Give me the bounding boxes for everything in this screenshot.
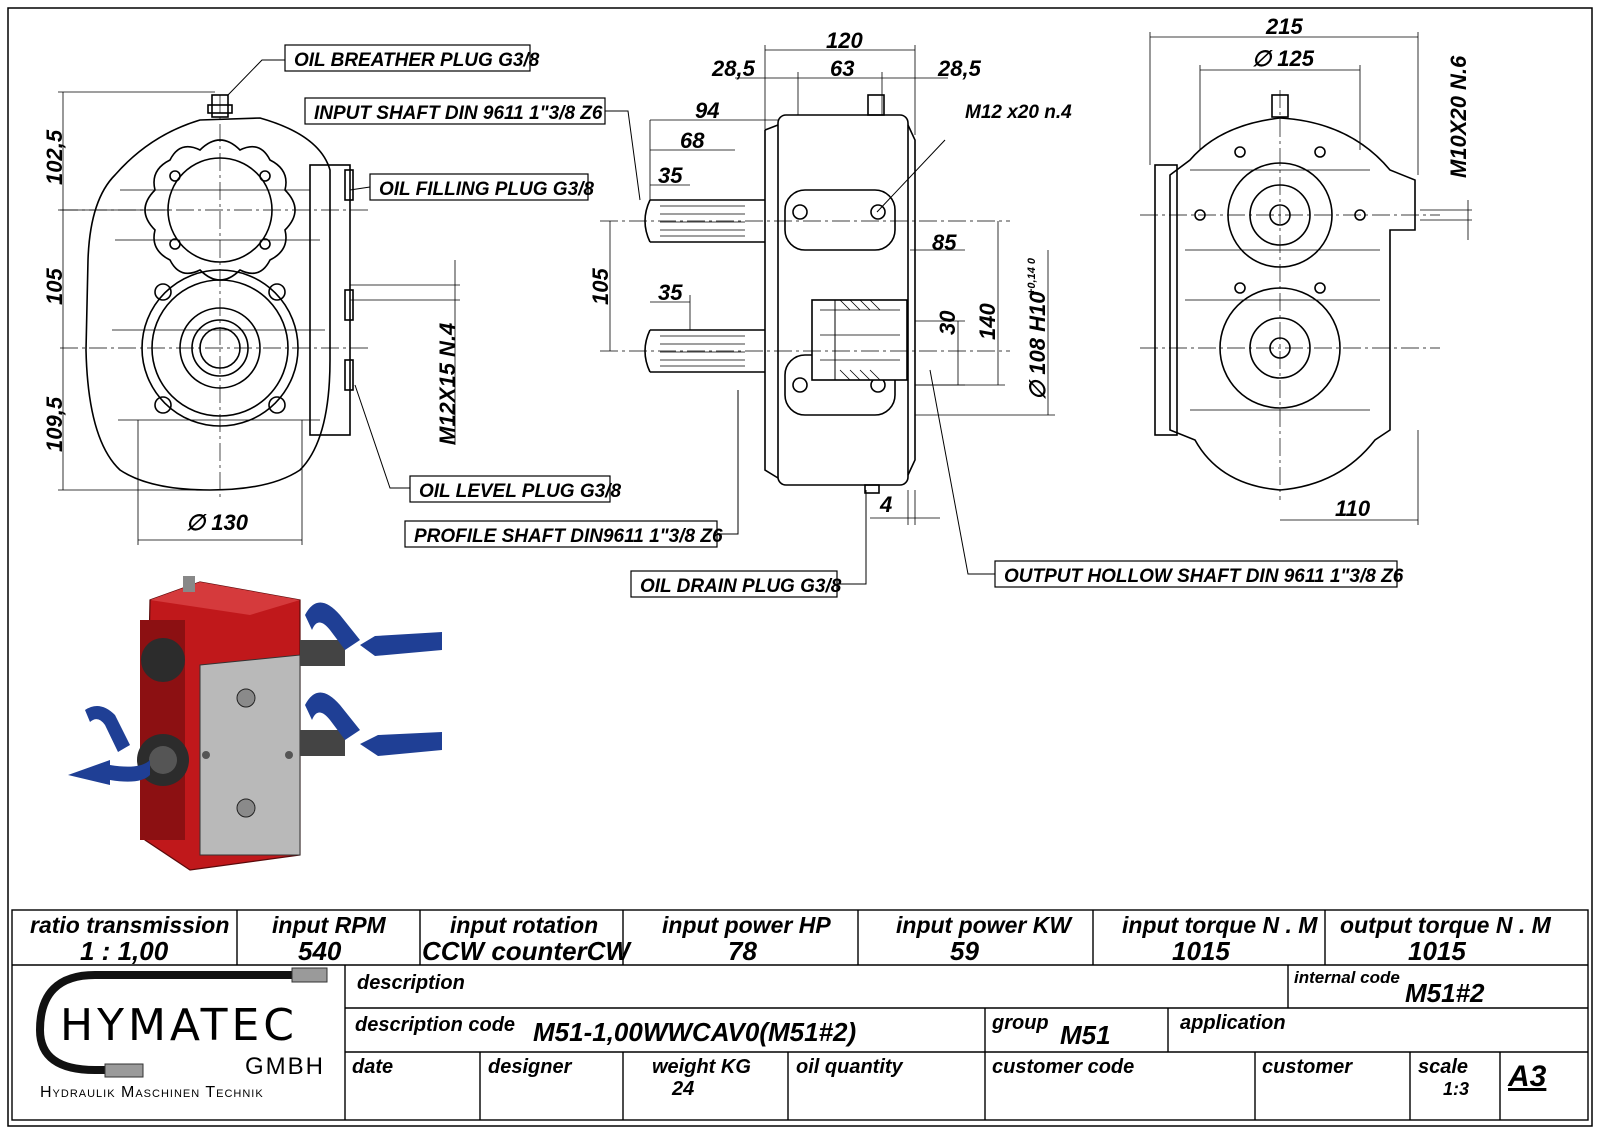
- internal-code-label: internal code: [1294, 968, 1400, 987]
- spec-value-rotation: CCW counterCW: [422, 936, 630, 966]
- svg-text:OIL LEVEL PLUG G3/8: OIL LEVEL PLUG G3/8: [419, 481, 621, 502]
- dim-120: 120: [826, 28, 863, 53]
- svg-text:PROFILE SHAFT DIN9611 1"3/8 Z6: PROFILE SHAFT DIN9611 1"3/8 Z6: [414, 526, 723, 547]
- isometric-render: [68, 576, 442, 871]
- description-code-label: description code: [355, 1014, 516, 1036]
- scale-value: 1:3: [1443, 1079, 1470, 1099]
- svg-text:OUTPUT HOLLOW SHAFT DIN 9611: OUTPUT HOLLOW SHAFT DIN 9611 1"3/8 Z6: [1004, 566, 1404, 587]
- dim-110: 110: [1335, 496, 1371, 521]
- callout-oil-drain: OIL DRAIN PLUG G3/8: [630, 490, 867, 598]
- spec-label-input-torque: input torque N . M: [1122, 912, 1318, 938]
- dim-4: 4: [879, 492, 892, 517]
- dim-35-top: 35: [658, 163, 683, 188]
- customer-code-label: customer code: [992, 1056, 1135, 1078]
- weight-value: 24: [672, 1078, 695, 1100]
- spec-value-hp: 78: [728, 936, 757, 966]
- dim-140: 140: [975, 303, 1000, 340]
- spec-label-hp: input power HP: [662, 912, 831, 938]
- sheet-size: A3: [1508, 1060, 1547, 1093]
- description-code-value: M51-1,00WWCAV0(M51#2): [533, 1017, 857, 1047]
- callout-profile-shaft: PROFILE SHAFT DIN9611 1"3/8 Z6: [404, 390, 739, 548]
- date-label: date: [352, 1056, 394, 1078]
- callout-output-hollow: OUTPUT HOLLOW SHAFT DIN 9611 1"3/8 Z6: [929, 369, 1404, 588]
- group-label: group: [992, 1012, 1049, 1034]
- svg-text:OIL DRAIN PLUG G3/8: OIL DRAIN PLUG G3/8: [640, 576, 842, 597]
- title-block-grid: [11, 909, 1589, 1121]
- spec-value-input-torque: 1015: [1172, 936, 1230, 966]
- rear-view: [1140, 32, 1472, 525]
- spec-value-kw: 59: [950, 936, 979, 966]
- dim-63: 63: [830, 56, 854, 81]
- dim-85: 85: [932, 230, 957, 255]
- spec-label-ratio: ratio transmission: [30, 912, 230, 938]
- dim-28-5-right: 28,5: [937, 56, 982, 81]
- logo-sub: GMBH: [245, 1053, 325, 1080]
- dim-m10x20: M10X20 N.6: [1446, 55, 1471, 178]
- internal-code-value: M51#2: [1405, 978, 1485, 1008]
- callout-input-shaft: INPUT SHAFT DIN 9611 1"3/8 Z6: [304, 97, 641, 201]
- callout-oil-breather: OIL BREATHER PLUG G3/8: [284, 44, 540, 72]
- dim-tolerance: +0,14 0: [1026, 257, 1038, 295]
- dim-30: 30: [935, 310, 960, 335]
- spec-label-kw: input power KW: [896, 912, 1072, 938]
- dim-m12x15: M12X15 N.4: [435, 323, 460, 445]
- customer-label: customer: [1262, 1056, 1353, 1078]
- spec-value-ratio: 1 : 1,00: [80, 936, 169, 966]
- spec-label-rotation: input rotation: [450, 912, 599, 938]
- svg-text:OIL FILLING PLUG G3/8: OIL FILLING PLUG G3/8: [379, 179, 594, 200]
- oil-quantity-label: oil quantity: [796, 1056, 903, 1078]
- dim-105-front: 105: [42, 268, 67, 305]
- dim-35-bottom: 35: [658, 280, 683, 305]
- sheet-frame: [7, 7, 1593, 1127]
- logo-brand: HYMATEC: [60, 1000, 298, 1051]
- dim-108-h10: ∅ 108 H10: [1025, 291, 1050, 400]
- callout-oil-filling: OIL FILLING PLUG G3/8: [369, 173, 594, 201]
- dim-28-5-left: 28,5: [711, 56, 756, 81]
- dim-105-side: 105: [588, 268, 613, 305]
- description-label: description: [357, 972, 465, 994]
- dim-215: 215: [1265, 14, 1303, 39]
- callout-oil-level: OIL LEVEL PLUG G3/8: [409, 475, 621, 503]
- side-view: [600, 45, 1055, 525]
- designer-label: designer: [488, 1056, 572, 1078]
- group-value: M51: [1060, 1020, 1111, 1050]
- dim-68: 68: [680, 128, 705, 153]
- callout-m12x20: M12 x20 n.4: [965, 102, 1072, 123]
- logo-tagline: Hydraulik Maschinen Technik: [40, 1084, 264, 1101]
- dim-dia-125: ∅ 125: [1252, 46, 1315, 71]
- application-label: application: [1180, 1012, 1286, 1034]
- scale-label: scale: [1418, 1056, 1469, 1078]
- dim-dia-130: ∅ 130: [186, 510, 249, 535]
- spec-value-output-torque: 1015: [1408, 936, 1466, 966]
- svg-text:INPUT SHAFT DIN 9611 1"3/8 Z6: INPUT SHAFT DIN 9611 1"3/8 Z6: [314, 103, 603, 124]
- dim-109-5: 109,5: [42, 396, 67, 452]
- svg-text:OIL BREATHER PLUG G3/8: OIL BREATHER PLUG G3/8: [294, 50, 540, 71]
- weight-label: weight KG: [652, 1056, 751, 1078]
- front-view: [58, 59, 460, 545]
- spec-label-rpm: input RPM: [272, 912, 386, 938]
- dim-94: 94: [695, 98, 719, 123]
- dim-102-5: 102,5: [42, 129, 67, 185]
- spec-label-output-torque: output torque N . M: [1340, 912, 1551, 938]
- spec-value-rpm: 540: [298, 936, 342, 966]
- hymatec-logo: HYMATEC GMBH Hydraulik Maschinen Technik: [35, 967, 328, 1101]
